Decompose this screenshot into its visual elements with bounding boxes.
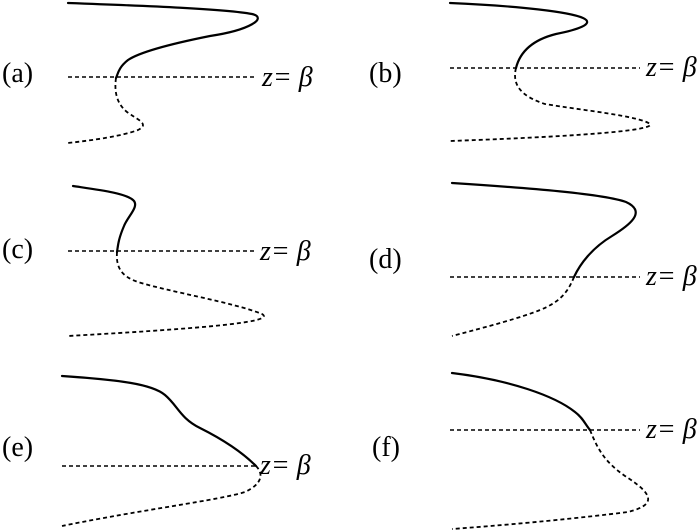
- panel-b: (b) z= β: [369, 1, 697, 142]
- panel-c-lower-curve: [67, 251, 265, 337]
- panel-a-lower-curve: [67, 77, 144, 144]
- panel-a-level-label: z= β: [261, 62, 313, 93]
- panel-e-upper-curve: [60, 374, 258, 468]
- panel-b-lower-curve: [449, 67, 651, 142]
- panel-c-upper-curve: [71, 184, 137, 254]
- panel-a-label: (a): [2, 58, 33, 89]
- panel-b-label: (b): [369, 58, 402, 89]
- panel-f: (f) z= β: [372, 371, 697, 530]
- panel-c-level-label: z= β: [259, 236, 311, 267]
- panel-d-level-label: z= β: [645, 261, 697, 292]
- panel-d-label: (d): [369, 244, 402, 275]
- panel-f-lower-curve: [451, 429, 650, 530]
- panel-f-level-label: z= β: [645, 414, 697, 445]
- panel-c: (c) z= β: [2, 184, 311, 337]
- panel-e-level-label: z= β: [259, 450, 311, 481]
- panel-f-upper-curve: [450, 371, 592, 432]
- panel-d: (d) z= β: [369, 181, 697, 337]
- panel-b-level-label: z= β: [645, 52, 697, 83]
- panel-a: (a) z= β: [2, 1, 313, 144]
- panel-d-lower-curve: [451, 276, 575, 337]
- panel-f-label: (f): [372, 432, 400, 463]
- panel-a-upper-curve: [66, 1, 259, 80]
- panel-e-label: (e): [2, 432, 33, 463]
- panel-d-upper-curve: [450, 181, 637, 279]
- panel-e-lower-curve: [61, 465, 262, 527]
- panel-b-upper-curve: [448, 1, 589, 70]
- panel-c-label: (c): [2, 234, 33, 265]
- panel-e: (e) z= β: [2, 374, 311, 527]
